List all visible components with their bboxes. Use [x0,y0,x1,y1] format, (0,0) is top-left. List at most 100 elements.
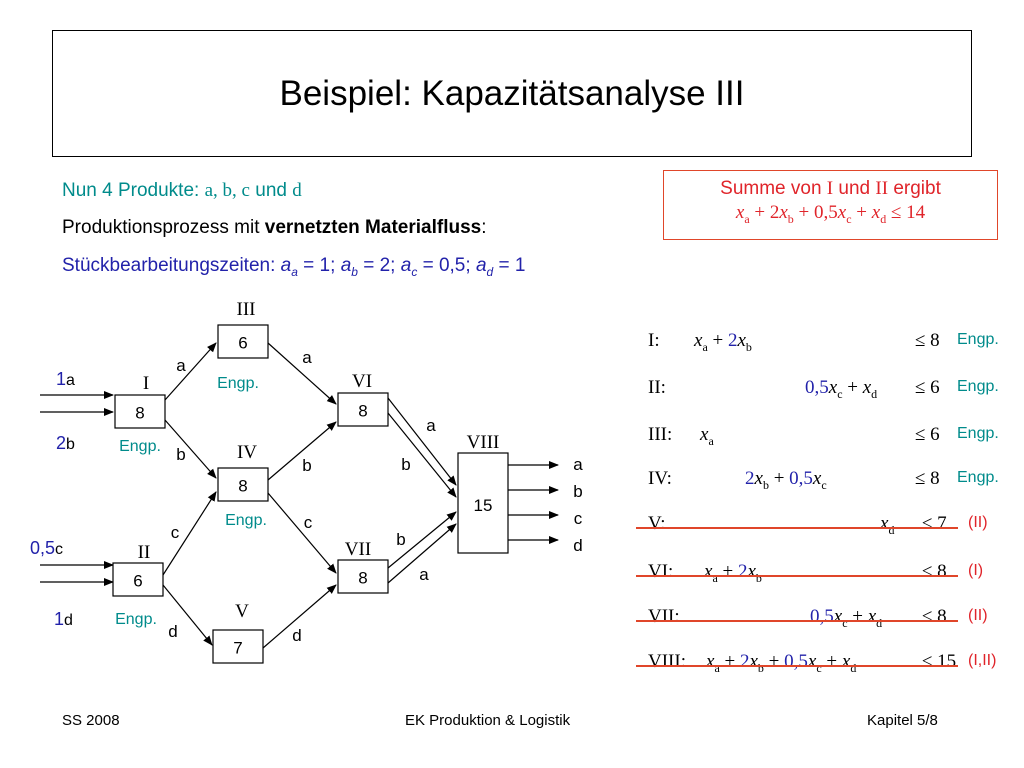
output-label-b: b [573,482,582,501]
edge-label-2: a [302,348,312,367]
constraint-rhs-6: ≤ 8 [922,606,947,627]
constraint-roman-3: IV: [648,468,672,489]
title-box: Beispiel: Kapazitätsanalyse III [52,30,972,157]
node-box-III [217,324,269,359]
constraint-roman-2: III: [648,424,673,445]
node-box-I [114,394,166,429]
edge-label-10: b [396,530,405,549]
constraint-rhs-4: ≤ 7 [922,513,947,534]
input-label-b: 2b [56,433,75,453]
processing-time-d: ad = 1 [475,255,526,279]
input-label-a: 1a [56,369,75,389]
output-label-a: a [573,455,583,474]
node-label-I: I [143,373,149,394]
engp-label-II: Engp. [115,611,157,628]
node-label-II: II [138,542,151,563]
constraint-rhs-2: ≤ 6 [915,424,940,445]
node-label-VIII: VIII [467,432,500,453]
summary-text-e: ergibt [888,178,941,199]
constraint-lhs-0: xa + 2xb [694,330,752,354]
diagram-labels: 8IEngp.6IIEngp.6IIIEngp.8IVEngp.7V8VI8VI… [30,299,583,658]
node-box-VII [337,559,389,594]
edge-label-1: b [176,445,185,464]
edge-label-0: a [176,356,186,375]
constraint-roman-5: VI: [648,561,674,582]
edge-label-8: c [304,513,313,532]
node-label-V: V [235,601,249,622]
input-label-d: 1d [54,609,73,629]
flow-arrow-9 [262,584,337,649]
node-label-VII: VII [345,539,371,560]
processing-times: aa = 1; ab = 2; ac = 0,5; ad = 1 [280,255,526,279]
node-box-V [212,629,264,664]
constraint-rhs-3: ≤ 8 [915,468,940,489]
constraint-roman-0: I: [648,330,660,351]
edge-label-11: a [419,565,429,584]
intro-line-3-prefix: Stückbearbeitungszeiten: [62,255,281,276]
constraint-tag-0: Engp. [957,331,999,348]
flow-arrow-3 [267,421,337,481]
intro-line-1: Nun 4 Produkte: a, b, c und d [62,180,302,202]
diagram-nodes [112,324,509,664]
constraint-rhs-7: ≤ 15 [922,651,957,672]
strike-line-4 [636,527,958,529]
summary-text-d: II [875,178,889,199]
flow-arrow-2 [267,342,337,405]
edge-label-5: d [168,622,177,641]
intro-line-2-prefix: Produktionsprozess mit [62,217,265,238]
flow-arrow-7 [387,412,457,498]
constraint-lhs-3: 2xb + 0,5xc [745,468,827,492]
node-capacity-V: 7 [233,639,242,658]
processing-time-c: ac = 0,5; [400,255,476,279]
intro-line-2-suffix: : [481,217,487,238]
node-box-II [112,562,164,597]
edge-label-3: b [302,456,311,475]
edge-label-9: d [292,626,301,645]
intro-line-1-und: und [249,180,293,201]
node-label-VI: VI [352,371,372,392]
processing-time-a: aa = 1; [280,255,341,279]
constraint-rhs-0: ≤ 8 [915,330,940,351]
strike-line-5 [636,575,958,577]
constraint-lhs-2: xa [700,424,714,448]
constraint-lhs-6: 0,5xc + xd [810,606,883,630]
intro-line-1-products: a, b, c [204,180,250,201]
constraint-tag-7: (I,II) [968,652,997,669]
node-capacity-IV: 8 [238,477,247,496]
summary-line-2: xa + 2xb + 0,5xc + xd ≤ 14 [735,202,926,226]
processing-time-b: ab = 2; [340,255,401,279]
flow-arrow-10 [387,511,457,569]
summary-text-c: und [833,178,876,199]
constraint-roman-6: VII: [648,606,680,627]
strike-line-6 [636,620,958,622]
constraint-roman-4: V: [648,513,666,534]
flow-arrow-1 [164,419,217,479]
constraint-tag-1: Engp. [957,378,999,395]
summary-box: Summe von I und II ergibt xa + 2xb + 0,5… [663,170,998,240]
constraint-tag-6: (II) [968,607,988,624]
edge-label-6: a [426,416,436,435]
node-capacity-II: 6 [133,572,142,591]
summary-text-b: I [826,178,834,199]
strike-line-7 [636,665,958,667]
intro-line-1-prefix: Nun 4 Produkte: [62,180,205,201]
constraint-lhs-1: 0,5xc + xd [805,377,878,401]
node-capacity-VII: 8 [358,569,367,588]
summary-line-1: Summe von I und II ergibt [664,178,997,200]
constraint-lhs-5: xa + 2xb [704,561,762,585]
edge-label-4: c [171,523,180,542]
engp-label-IV: Engp. [225,512,267,529]
constraint-roman-1: II: [648,377,666,398]
node-label-IV: IV [237,442,257,463]
output-label-d: d [573,536,582,555]
node-capacity-VIII: 15 [474,496,493,515]
node-capacity-VI: 8 [358,402,367,421]
diagram-edges [40,342,559,649]
constraint-tag-2: Engp. [957,425,999,442]
constraint-tag-5: (I) [968,562,984,579]
constraint-lhs-4: xd [880,513,895,537]
constraint-rhs-1: ≤ 6 [915,377,940,398]
node-box-VIII [457,452,509,554]
flow-arrow-11 [387,523,457,584]
